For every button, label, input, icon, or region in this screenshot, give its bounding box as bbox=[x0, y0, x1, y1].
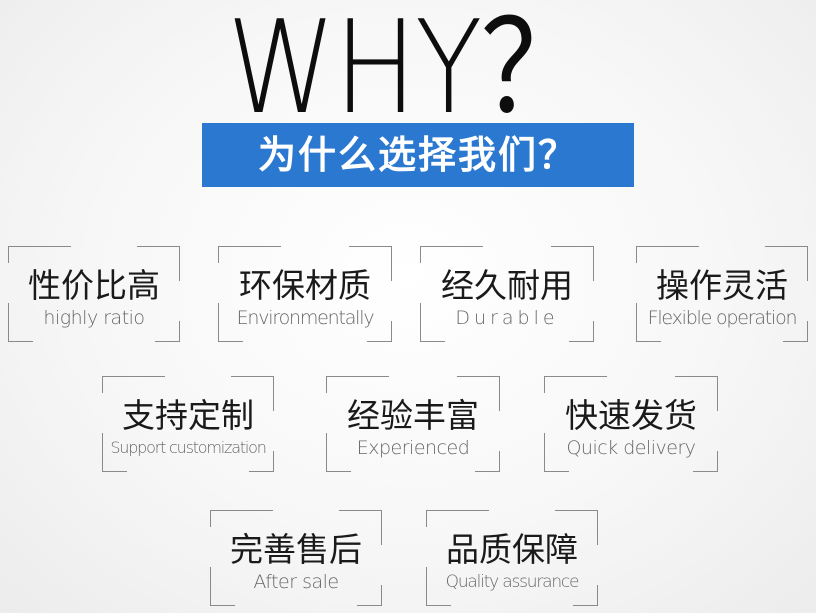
corner-bracket bbox=[636, 246, 699, 263]
corner-bracket bbox=[357, 585, 382, 606]
corner-bracket bbox=[102, 433, 127, 472]
feature-subtitle: After sale bbox=[253, 571, 339, 593]
feature-title: 快速发货 bbox=[565, 396, 697, 435]
corner-bracket bbox=[457, 376, 500, 411]
corner-bracket bbox=[137, 246, 180, 281]
corner-bracket bbox=[573, 585, 598, 606]
corner-bracket bbox=[426, 510, 489, 527]
headline-why: WHY？ bbox=[226, 0, 591, 143]
corner-bracket bbox=[8, 246, 71, 263]
corner-bracket bbox=[326, 433, 351, 472]
feature-subtitle: Flexible operation bbox=[647, 307, 798, 329]
corner-bracket bbox=[326, 376, 389, 393]
corner-bracket bbox=[783, 321, 808, 342]
corner-bracket bbox=[675, 376, 718, 411]
feature-title: 支持定制 bbox=[122, 396, 254, 435]
corner-bracket bbox=[339, 510, 382, 545]
corner-bracket bbox=[8, 303, 33, 342]
feature-card-flexible: 操作灵活 Flexible operation bbox=[636, 246, 808, 342]
corner-bracket bbox=[636, 303, 661, 342]
feature-card-value: 性价比高 highly ratio bbox=[8, 246, 180, 342]
feature-title: 操作灵活 bbox=[656, 266, 788, 305]
feature-subtitle: Environmentally bbox=[236, 307, 375, 329]
corner-bracket bbox=[693, 451, 718, 472]
feature-title: 完善售后 bbox=[230, 530, 362, 569]
banner-title: 为什么选择我们？ bbox=[202, 123, 634, 187]
corner-bracket bbox=[555, 510, 598, 545]
feature-subtitle: highly ratio bbox=[43, 307, 145, 329]
feature-title: 环保材质 bbox=[239, 266, 371, 305]
corner-bracket bbox=[249, 451, 274, 472]
corner-bracket bbox=[426, 567, 451, 606]
corner-bracket bbox=[367, 321, 392, 342]
feature-title: 经验丰富 bbox=[347, 396, 479, 435]
feature-subtitle: Quality assurance bbox=[445, 572, 580, 592]
corner-bracket bbox=[475, 451, 500, 472]
feature-subtitle: Durable bbox=[455, 307, 559, 329]
feature-card-aftersale: 完善售后 After sale bbox=[210, 510, 382, 606]
feature-card-custom: 支持定制 Support customization bbox=[102, 376, 274, 472]
corner-bracket bbox=[210, 510, 273, 527]
feature-card-experience: 经验丰富 Experienced bbox=[326, 376, 500, 472]
corner-bracket bbox=[231, 376, 274, 411]
corner-bracket bbox=[765, 246, 808, 281]
corner-bracket bbox=[210, 567, 235, 606]
feature-card-durable: 经久耐用 Durable bbox=[420, 246, 594, 342]
corner-bracket bbox=[218, 246, 281, 263]
corner-bracket bbox=[544, 433, 569, 472]
corner-bracket bbox=[544, 376, 607, 393]
corner-bracket bbox=[349, 246, 392, 281]
feature-card-eco: 环保材质 Environmentally bbox=[218, 246, 392, 342]
corner-bracket bbox=[569, 321, 594, 342]
feature-card-quality: 品质保障 Quality assurance bbox=[426, 510, 598, 606]
feature-subtitle: Experienced bbox=[356, 437, 470, 459]
corner-bracket bbox=[420, 246, 483, 263]
corner-bracket bbox=[551, 246, 594, 281]
feature-card-delivery: 快速发货 Quick delivery bbox=[544, 376, 718, 472]
feature-subtitle: Quick delivery bbox=[566, 437, 696, 459]
feature-title: 经久耐用 bbox=[441, 266, 573, 305]
corner-bracket bbox=[218, 303, 243, 342]
corner-bracket bbox=[420, 303, 445, 342]
feature-title: 品质保障 bbox=[446, 530, 578, 569]
corner-bracket bbox=[102, 376, 165, 393]
feature-subtitle: Support customization bbox=[110, 438, 267, 457]
feature-title: 性价比高 bbox=[28, 266, 160, 305]
corner-bracket bbox=[155, 321, 180, 342]
